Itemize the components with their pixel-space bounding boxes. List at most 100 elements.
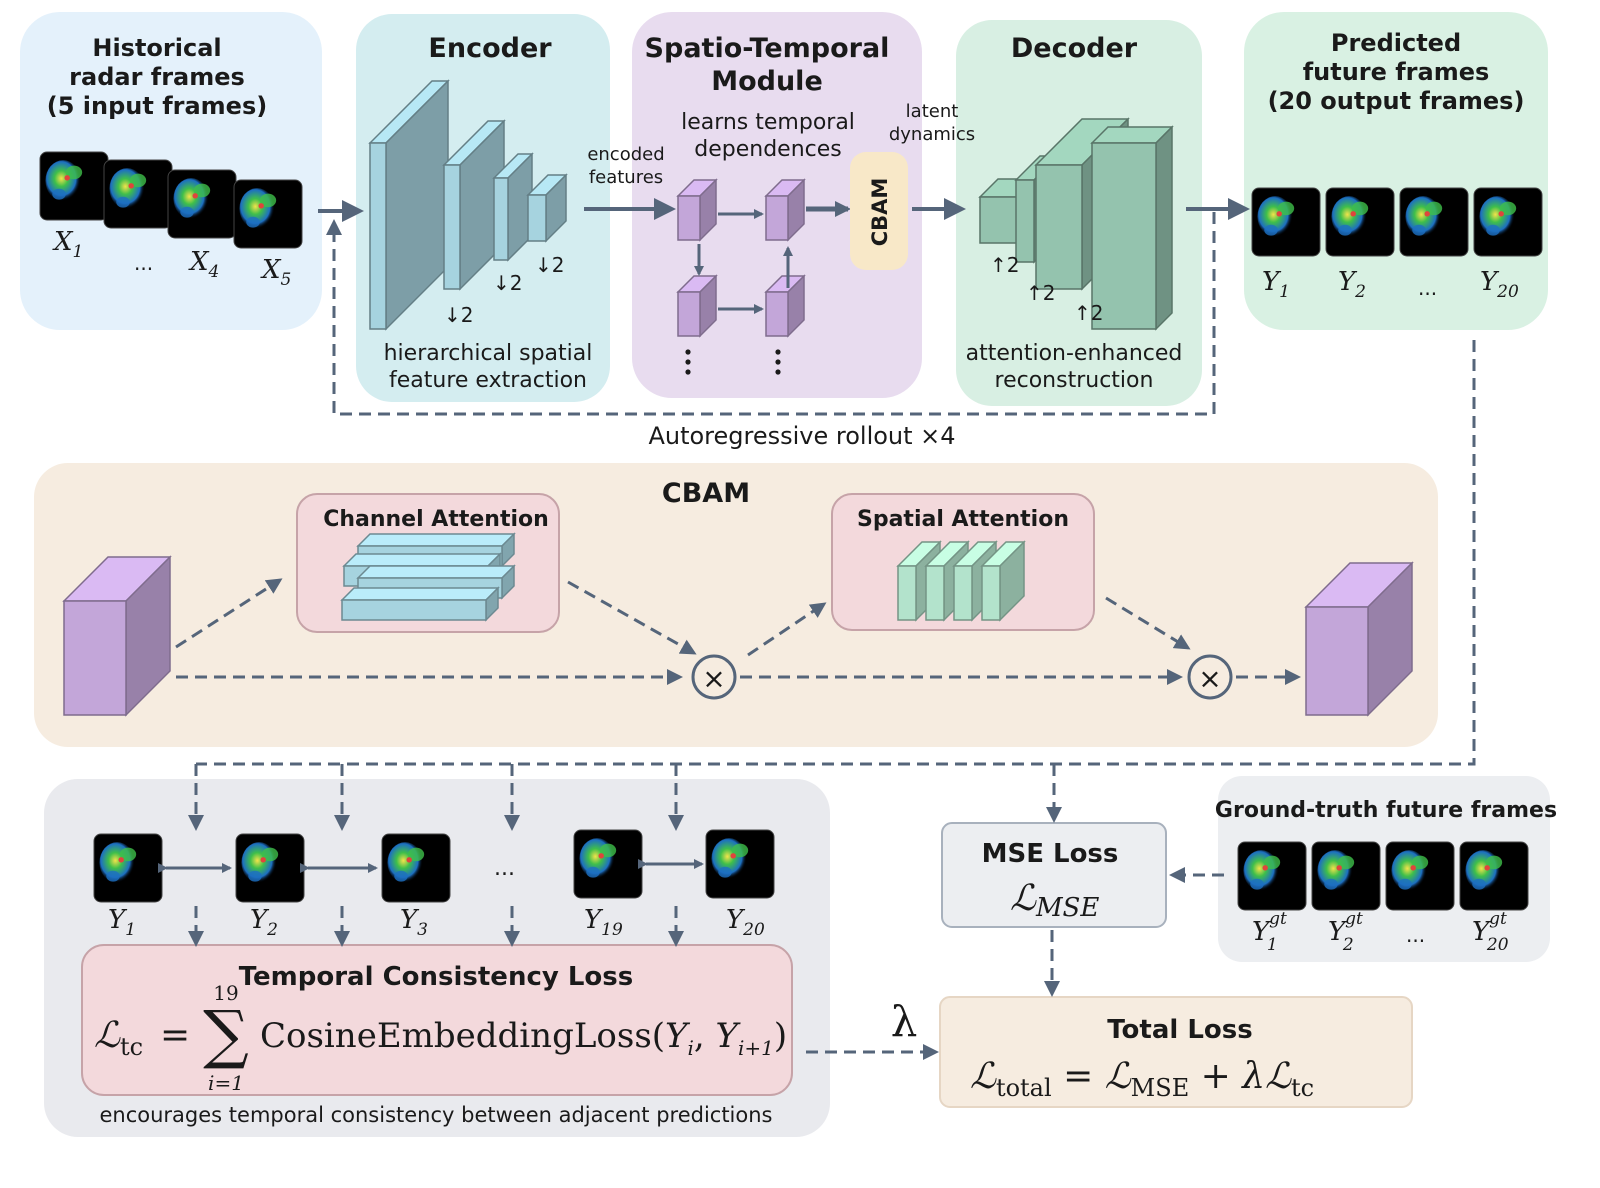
pipeline-arrows [318,198,1250,222]
output-title-line1: Predicted [1331,29,1461,57]
tc-frame-y2 [235,833,305,903]
input-label-x4: X4 [188,247,219,282]
encoder-desc-line1: hierarchical spatial [384,341,593,366]
stm-continuation-dots-2 [775,349,781,375]
output-frame-y1 [1251,187,1321,257]
channel-attention-bars [340,532,516,622]
total-loss-box [939,996,1413,1108]
spatial-slab-4 [980,540,1026,622]
total-loss-title: Total Loss [1107,1015,1252,1045]
tc-label-ellipsis: ... [494,856,515,881]
stm-cell-grid [676,178,851,375]
tc-loss-title: Temporal Consistency Loss [239,962,634,992]
tc-frame-y3 [381,833,451,903]
arrow-spatial-to-mult2 [1105,596,1191,650]
decoder-title: Decoder [1011,33,1138,64]
total-loss-formula: ℒtotal = ℒMSE + λℒtc [970,1056,1314,1102]
encoder-layer-3 [492,152,534,262]
mse-loss-symbol: ℒMSE [1010,878,1099,923]
encoder-title: Encoder [428,33,552,64]
tc-label-y1: Y1 [108,905,136,940]
latent-dynamics-line1: latent [906,101,959,122]
input-frame-x1 [39,151,109,221]
input-title-line2: radar frames [69,63,245,91]
stm-desc-line1: learns temporal [681,110,855,135]
mse-loss-box [941,822,1167,928]
input-frame-x4 [167,169,237,239]
input-title-line3: (5 input frames) [47,92,267,120]
channel-attention-title: Channel Attention [323,507,549,532]
tc-label-y19: Y19 [584,905,623,940]
multiply-symbol-1: × [702,662,725,695]
decoder-blocks [978,117,1174,331]
loss-connectors [188,340,1476,997]
gt-panel [1218,776,1550,962]
output-frame-row [1251,187,1543,257]
stm-cell-4 [764,274,806,338]
decoder-desc-line1: attention-enhanced [966,341,1183,366]
output-frame-y2 [1325,187,1395,257]
rollout-loop-line [326,212,1216,416]
stm-title-line2: Module [711,66,823,97]
output-frame-labels: Y1 Y2 ... Y20 [1262,267,1519,302]
spatial-attention-title: Spatial Attention [857,507,1069,532]
tc-label-y2: Y2 [250,905,278,940]
tc-formula-eq: = [160,1015,190,1056]
connector-output-down [196,340,1476,766]
encoder-desc-line2: feature extraction [389,368,587,393]
tc-frame-y20 [705,829,775,899]
output-frame-y3 [1399,187,1469,257]
tc-label-y20: Y20 [726,905,765,940]
gt-frame-20 [1459,841,1529,911]
tc-sum-top: 19 [213,981,238,1005]
decoder-desc-line2: reconstruction [995,368,1154,393]
output-label-y2: Y2 [1338,267,1366,302]
multiply-symbol-2: × [1198,662,1221,695]
tc-formula-lhs: ℒtc [94,1015,143,1061]
rollout-label: Autoregressive rollout ×4 [648,422,955,450]
encoder-down-1: ↓2 [444,303,473,327]
input-label-ellipsis: ... [134,251,153,275]
input-frame-x2 [103,159,173,229]
output-label-y20: Y20 [1480,267,1519,302]
encoder-blocks [368,79,568,331]
spatial-attention-slabs [896,540,1026,622]
encoder-down-3: ↓2 [535,253,564,277]
output-label-y1: Y1 [1262,267,1290,302]
tc-loss-box [81,944,793,1096]
mse-loss-title: MSE Loss [982,839,1119,869]
cbam-flow-arrows [175,578,1301,685]
tc-frame-y19 [573,829,643,899]
stm-cell-1 [676,178,718,242]
latent-dynamics-line2: dynamics [889,124,975,145]
input-frame-stack [39,151,303,249]
cbam-output-cube [1304,561,1414,717]
gt-frame-row [1237,841,1529,911]
stm-continuation-dots-1 [685,349,691,375]
tc-frame-row [93,829,775,903]
tc-sum-bottom: i=1 [208,1071,244,1095]
multiply-node-1: × [691,654,737,700]
encoder-layer-2 [442,119,506,291]
gt-frame-3 [1385,841,1455,911]
stm-cbam-label: CBAM [868,178,892,247]
input-label-x1: X1 [52,227,83,262]
cbam-input-cube [62,555,172,717]
output-title-line3: (20 output frames) [1268,87,1525,115]
arrow-input-to-channel [175,578,283,649]
arrow-mult1-to-spatial [747,602,827,657]
output-title-line2: future frames [1303,58,1490,86]
arrow-channel-to-mult1 [567,580,697,655]
tc-pair-arrows [158,859,704,873]
input-label-x5: X5 [260,255,291,290]
input-title-line1: Historical [92,34,221,62]
gt-frame-1 [1237,841,1307,911]
cbam-title: CBAM [662,478,750,509]
decoder-up-2: ↑2 [1026,281,1055,305]
encoded-features-line2: features [589,167,663,188]
